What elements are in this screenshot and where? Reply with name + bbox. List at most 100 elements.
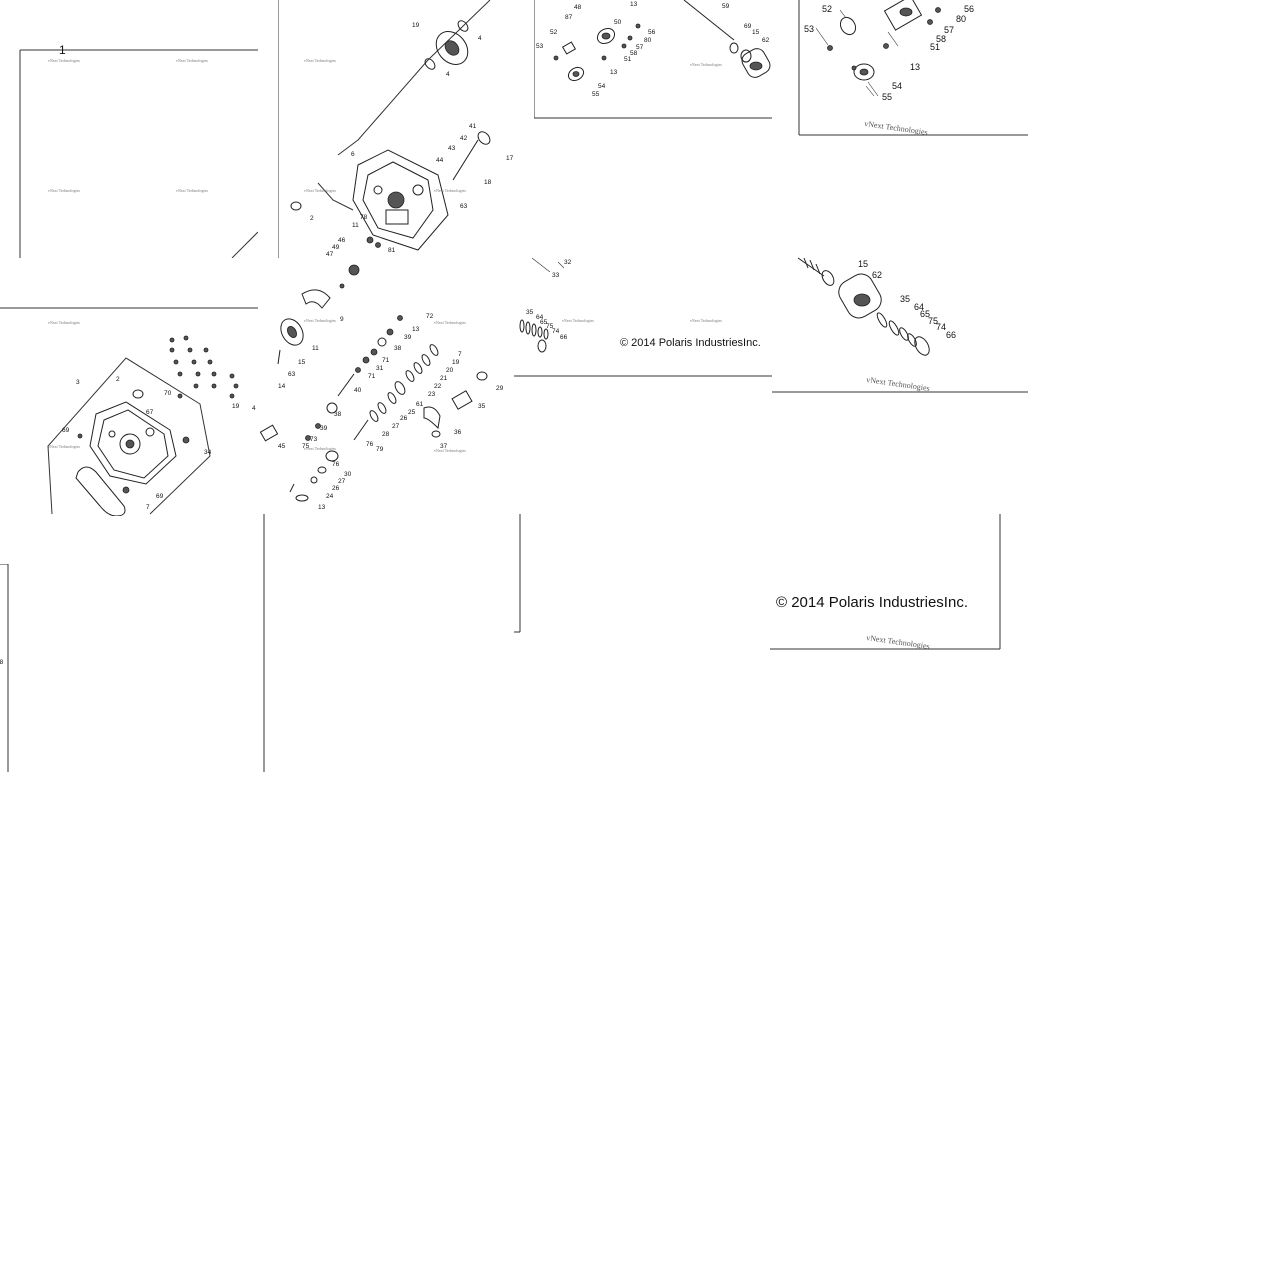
- tile-drawing: 19 4 4 41 42 43 44 17 18 63 6 2 78 11 46…: [278, 0, 514, 272]
- tile-drawing: [263, 514, 521, 772]
- callout: 44: [436, 157, 444, 164]
- callout: 26: [332, 485, 340, 492]
- callout: 64: [914, 302, 924, 312]
- callout: 4: [446, 71, 450, 78]
- watermark: vNext Technologies: [434, 320, 466, 325]
- upper-shaft-stack: [289, 315, 403, 502]
- callout: 23: [428, 391, 436, 398]
- lower-shaft-stack: [353, 344, 488, 441]
- gear-part: [280, 318, 304, 346]
- callout: 19: [232, 403, 240, 410]
- diagram-tile-mid-right-a: 32 33 35 64 65 75 74 66 vNext Technologi…: [514, 256, 772, 378]
- callout: 78: [360, 214, 368, 221]
- callout: 50: [614, 19, 622, 26]
- watermark: vNext Technologies: [866, 375, 931, 393]
- transmission-housing: [352, 149, 449, 251]
- callout: 76: [332, 461, 340, 468]
- callout: 27: [338, 478, 346, 485]
- callout: 35: [900, 294, 910, 304]
- callout: 73: [310, 436, 318, 443]
- diagram-tile-top-right-b: 52 56 53 80 57 58 51 13 54 55 vNext Tech…: [798, 0, 1030, 150]
- callout: 31: [376, 365, 384, 372]
- callout: 45: [278, 443, 286, 450]
- callout: 41: [469, 123, 477, 130]
- callout-labels: 32 33 35 64 65 75 74 66: [526, 259, 572, 341]
- callout: 66: [560, 334, 568, 341]
- tile-drawing: 52 56 53 80 57 58 51 13 54 55 vNext Tech…: [798, 0, 1028, 137]
- callout: 59: [722, 3, 730, 10]
- callout: 54: [598, 83, 606, 90]
- diagram-tile-bottom-right: vNext Technologies © 2014 Polaris Indust…: [770, 514, 1006, 666]
- callout: 35: [478, 403, 486, 410]
- watermark: vNext Technologies: [690, 62, 722, 67]
- callout: 39: [320, 425, 328, 432]
- callout: 15: [298, 359, 306, 366]
- callout: 7: [146, 504, 150, 511]
- diagram-tile-mid-center: 9 11 15 63 14 45 72 13 39 38 71 31 71 40…: [258, 258, 514, 516]
- watermark: vNext Technologies: [304, 188, 336, 193]
- callout: 79: [376, 446, 384, 453]
- callout: 3: [76, 379, 80, 386]
- callout: 56: [964, 4, 974, 14]
- watermark: vNext Technologies: [304, 58, 336, 63]
- tile-drawing: 15 62 35 64 65 75 74 66 vNext Technologi…: [772, 257, 1028, 393]
- callout: 57: [636, 44, 644, 51]
- watermark: vNext Technologies: [864, 119, 929, 137]
- callout: 32: [564, 259, 572, 266]
- callout: 35: [526, 309, 534, 316]
- callout: 87: [565, 14, 573, 21]
- callout: 43: [448, 145, 456, 152]
- callout: 42: [460, 135, 468, 142]
- callout: 27: [392, 423, 400, 430]
- diagram-tile-mid-right-b: 15 62 35 64 65 75 74 66 vNext Technologi…: [772, 256, 1030, 406]
- callout: 51: [930, 42, 940, 52]
- watermark: vNext Technologies: [434, 188, 466, 193]
- callout: 66: [946, 330, 956, 340]
- callout: 13: [610, 69, 618, 76]
- callout: 2: [310, 215, 314, 222]
- callout: 56: [648, 29, 656, 36]
- callout: 13: [910, 62, 920, 72]
- cover-housing: [89, 401, 177, 485]
- callout: 72: [426, 313, 434, 320]
- tile-drawing: 9 11 15 63 14 45 72 13 39 38 71 31 71 40…: [259, 264, 504, 511]
- diagram-tile-bottom-left: 58: [0, 564, 10, 774]
- callout: 71: [368, 373, 376, 380]
- callout: 13: [630, 1, 638, 8]
- callout: 47: [326, 251, 334, 258]
- watermark: vNext Technologies: [176, 58, 208, 63]
- diagram-tile-top-left: vNext Technologies vNext Technologies vN…: [0, 0, 258, 258]
- drum-part: [741, 48, 771, 78]
- callout: 17: [506, 155, 514, 162]
- callout: 30: [344, 471, 352, 478]
- callout: 34: [204, 449, 212, 456]
- callout: 18: [484, 179, 492, 186]
- callout: 15: [752, 29, 760, 36]
- tile-drawing: 32 33 35 64 65 75 74 66 vNext Technologi…: [514, 257, 772, 377]
- copyright-notice: © 2014 Polaris IndustriesInc.: [776, 594, 968, 611]
- drive-belt: [75, 466, 126, 516]
- callout: 62: [872, 270, 882, 280]
- callout: 63: [460, 203, 468, 210]
- callout: 36: [454, 429, 462, 436]
- callout-labels: 3 2 70 67 69 34 69 7 4 19: [62, 376, 256, 511]
- diagram-tile-top-right-a: 48 87 13 50 56 80 57 58 51 52 53 54 55 1…: [534, 0, 772, 120]
- callout: 54: [892, 81, 902, 91]
- callout: 6: [351, 151, 355, 158]
- callout: 46: [338, 237, 346, 244]
- bolt-array: [169, 335, 239, 399]
- callout: 55: [592, 91, 600, 98]
- callout: 20: [446, 367, 454, 374]
- callout: 38: [334, 411, 342, 418]
- callout: 76: [366, 441, 374, 448]
- callout: 61: [416, 401, 424, 408]
- callout: 51: [624, 56, 632, 63]
- callout: 38: [394, 345, 402, 352]
- callout: 39: [404, 334, 412, 341]
- gear-part: [435, 31, 469, 65]
- callout: 74: [936, 322, 946, 332]
- figure-number: 1: [59, 43, 66, 57]
- callout: 63: [288, 371, 296, 378]
- callout: 33: [552, 272, 560, 279]
- callout: 28: [382, 431, 390, 438]
